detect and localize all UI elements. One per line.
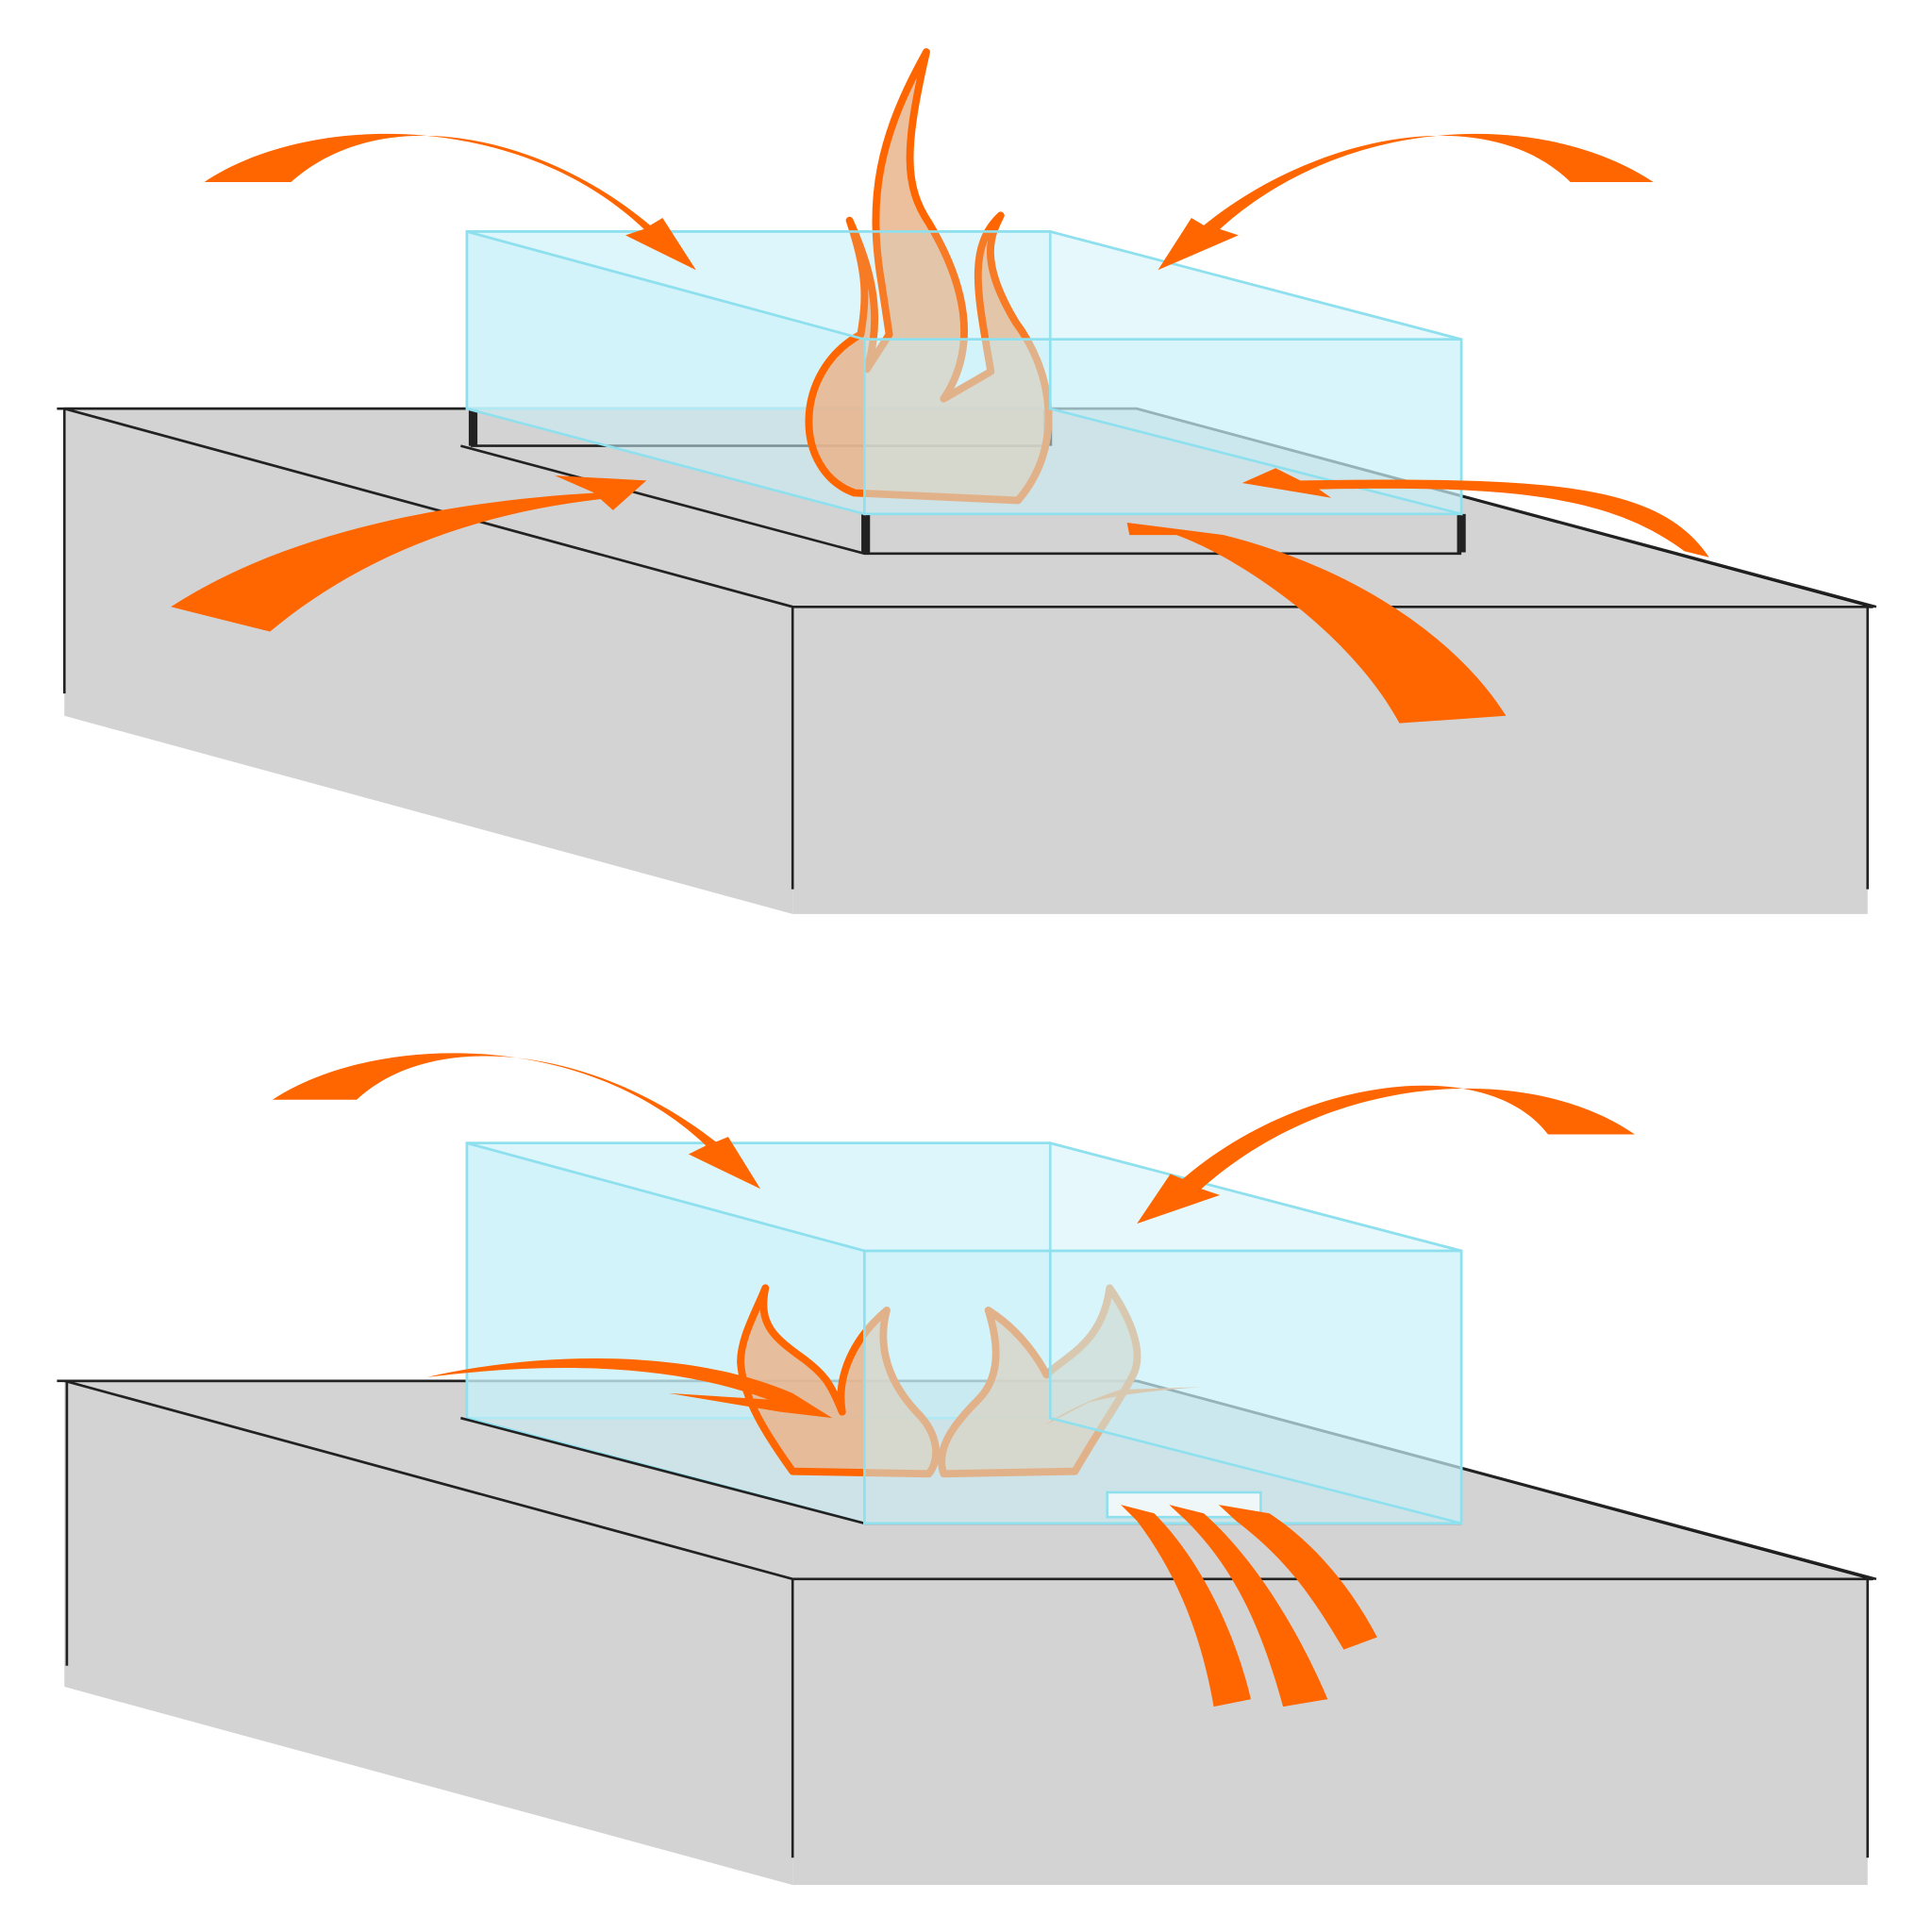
arrow-flame-sweep-left [426,1357,833,1419]
arrow-front [1126,523,1507,724]
arrow-vent-1 [1121,1505,1251,1707]
glass-top [466,1141,1462,1253]
slab-front-face [792,607,1868,914]
arrow-vent-3 [1218,1505,1377,1650]
slab-left-face [64,408,793,914]
arrow-lower-right [1241,468,1709,558]
arrow-lower-left [171,475,647,632]
slab-front-face [792,1578,1868,1886]
raised-burner-panel [57,48,1877,914]
airflow-arrows [171,133,1709,724]
airflow-arrows [272,1053,1635,1707]
vented-burner-panel [57,1053,1877,1886]
slab-left-face [64,1380,793,1886]
glass-enclosure-front [466,229,1463,516]
arrow-top-right [1158,133,1654,271]
glass-top [466,230,1462,341]
arrow-top-right [1137,1085,1635,1224]
arrow-vent-2 [1169,1505,1328,1707]
glass-enclosure-front [466,1141,1463,1525]
